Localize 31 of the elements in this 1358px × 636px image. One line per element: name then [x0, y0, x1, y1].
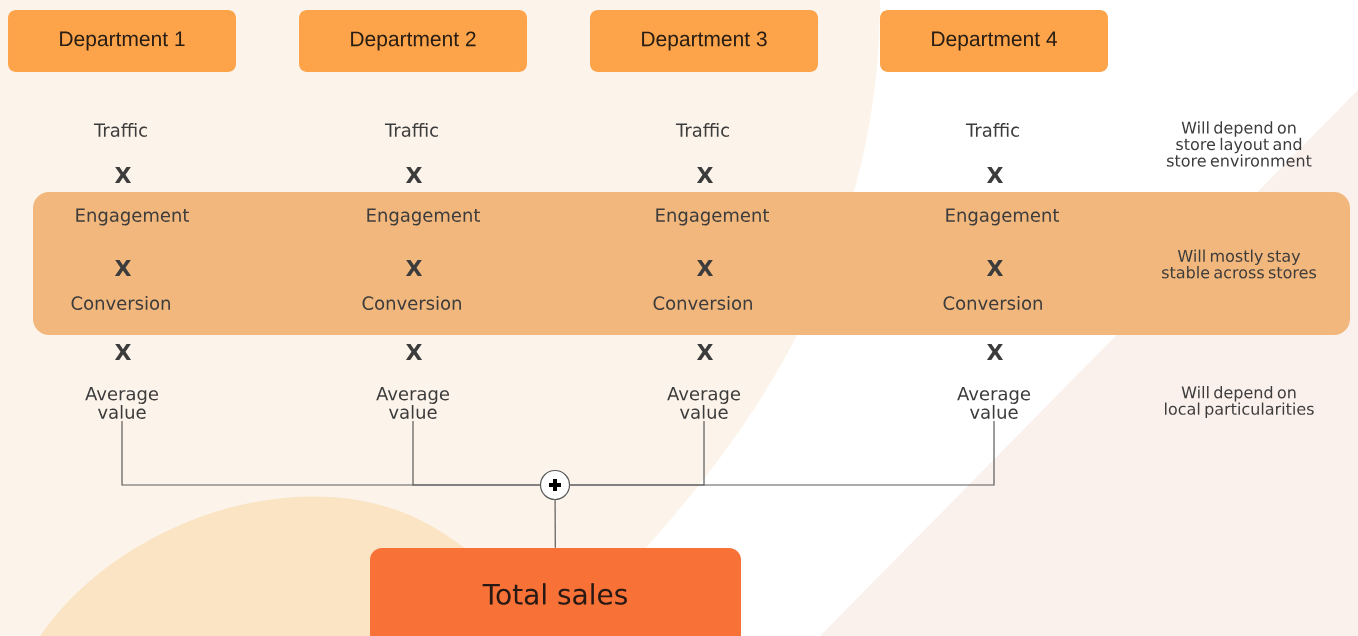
metric-label: Traffic [965, 123, 1019, 137]
metric-label: Engagement [656, 208, 769, 226]
connector-line [569, 420, 995, 486]
metric-label: Conversion [362, 296, 461, 310]
multiply-sign: X [696, 259, 714, 276]
metric-label: Average value [667, 387, 740, 419]
metric-label: Traffic [384, 123, 438, 137]
metric-label: Conversion [71, 296, 170, 310]
metric-label: Average value [376, 387, 449, 419]
multiply-sign: X [405, 259, 423, 276]
plus-symbol [539, 469, 571, 501]
metric-label: Engagement [76, 208, 189, 226]
total-box: Total sales [370, 548, 741, 636]
metric-label: Conversion [943, 296, 1042, 310]
multiply-sign: X [114, 259, 132, 276]
metric-label: Traffic [93, 123, 147, 137]
metric-label: Traffic [675, 123, 729, 137]
note-text: Will depend on store layout and store environment [1167, 121, 1312, 167]
multiply-sign: X [986, 259, 1004, 276]
metric-label: Conversion [653, 296, 752, 310]
department-box: Department 3 [590, 10, 818, 72]
metric-label: Engagement [367, 208, 480, 226]
department-box: Department 1 [8, 10, 236, 72]
connector-line [412, 420, 541, 486]
note-text: Will depend on local particularities [1165, 386, 1314, 418]
metric-label: Engagement [946, 208, 1059, 226]
department-box: Department 2 [299, 10, 527, 72]
metric-label: Average value [85, 387, 158, 419]
department-box: Department 4 [880, 10, 1108, 72]
metric-label: Average value [957, 387, 1030, 419]
connector-line [554, 499, 556, 549]
